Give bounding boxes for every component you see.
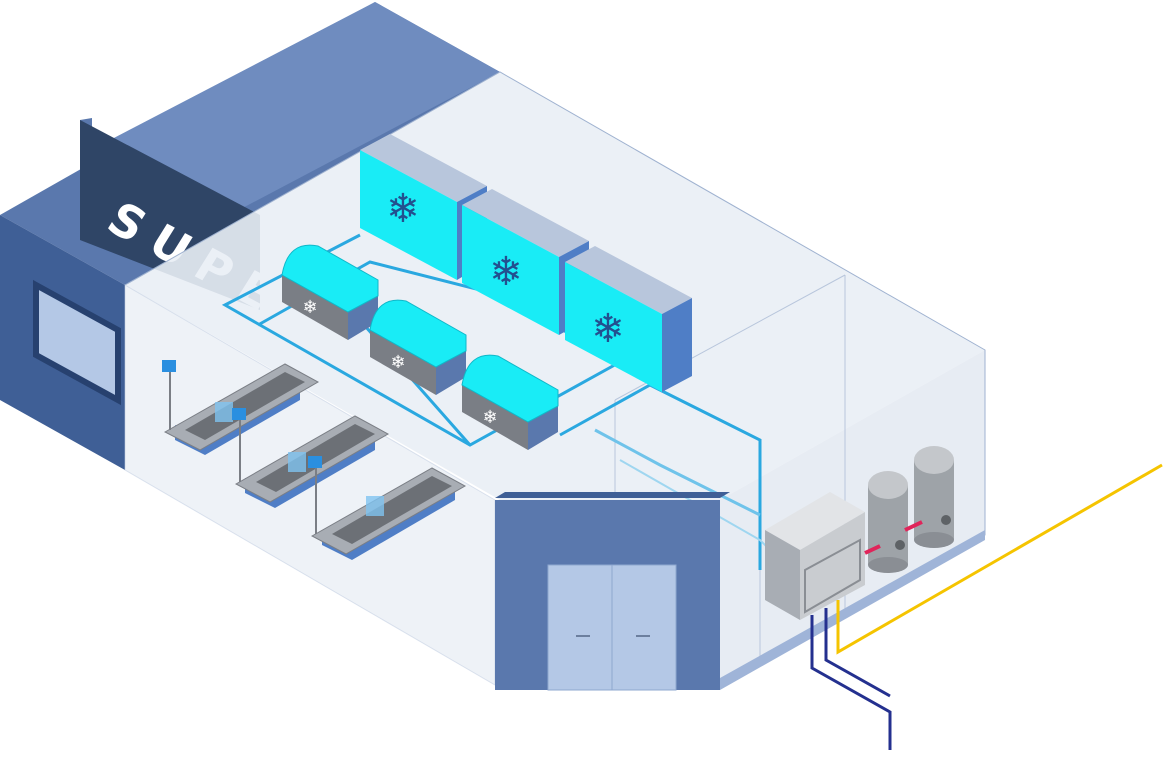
power-line	[836, 463, 1163, 655]
left-wall-window	[33, 279, 121, 406]
screen-divider	[366, 496, 384, 516]
cabinet-top	[462, 189, 589, 257]
tank-port	[941, 515, 951, 525]
entrance-roof-edge	[495, 492, 730, 498]
tank-port	[895, 540, 905, 550]
snowflake-icon: ❄	[386, 186, 420, 232]
chest-freezer-3: ❄	[461, 354, 559, 450]
tank-top	[914, 446, 954, 474]
lane-light	[232, 408, 246, 420]
entrance-door-right	[611, 564, 677, 691]
cooling-pipe-to-plant-2	[594, 428, 761, 517]
tank-bottom	[914, 532, 954, 548]
supply-line-2	[824, 608, 891, 698]
snowflake-icon: ❄	[302, 297, 317, 318]
chest-freezers: ❄ ❄ ❄	[281, 244, 559, 450]
cabinet-side	[662, 298, 692, 392]
external-lines	[810, 463, 1163, 750]
storage-tank-1	[868, 471, 908, 573]
checkout-counter-1	[162, 360, 320, 455]
chest-lid	[281, 244, 379, 313]
unit-panel	[804, 538, 861, 614]
counter-belt	[332, 476, 452, 544]
entrance-door-left	[547, 564, 613, 691]
freezer-cabinet-3: ❄	[565, 246, 692, 392]
cabinet-top	[565, 246, 692, 314]
tank-bottom	[868, 557, 908, 573]
supply-line-1	[810, 615, 892, 750]
snowflake-icon: ❄	[482, 407, 497, 428]
chest-side	[348, 296, 378, 340]
chest-lid	[369, 299, 467, 368]
chest-body	[282, 275, 348, 340]
checkout-counters	[162, 360, 467, 560]
chest-body	[462, 385, 528, 450]
entrance	[495, 492, 730, 691]
cabinet-top	[360, 134, 487, 202]
lane-light	[162, 360, 176, 372]
chest-body	[370, 330, 436, 395]
cabinet-front	[462, 205, 559, 335]
chest-freezer-2: ❄	[369, 299, 467, 395]
chest-freezer-1: ❄	[281, 244, 379, 340]
unit-side	[800, 512, 865, 620]
roof-top	[110, 2, 500, 212]
hot-pipe	[864, 544, 881, 555]
snowflake-icon: ❄	[489, 249, 523, 295]
storage-tank-2	[914, 446, 954, 548]
chest-side	[436, 351, 466, 395]
checkout-counter-3	[308, 456, 467, 560]
unit-front	[765, 530, 800, 620]
lane-light	[308, 456, 322, 468]
floor-edge-right	[720, 530, 985, 690]
cabinet-front	[565, 262, 662, 392]
screen-divider	[215, 402, 233, 422]
plant-room	[765, 446, 954, 620]
chest-side	[528, 406, 558, 450]
unit-top	[765, 492, 865, 550]
snowflake-icon: ❄	[591, 306, 625, 352]
snowflake-icon: ❄	[390, 352, 405, 373]
counter-belt	[185, 372, 305, 440]
compressor-unit	[765, 492, 865, 620]
cabinet-front	[360, 150, 457, 280]
chest-lid	[461, 354, 559, 423]
freezer-cabinets: ❄ ❄ ❄	[360, 134, 692, 392]
tank-top	[868, 471, 908, 499]
hot-pipe-2	[904, 520, 923, 532]
screen-divider	[288, 452, 306, 472]
cooling-pipe-to-plant	[559, 383, 762, 570]
